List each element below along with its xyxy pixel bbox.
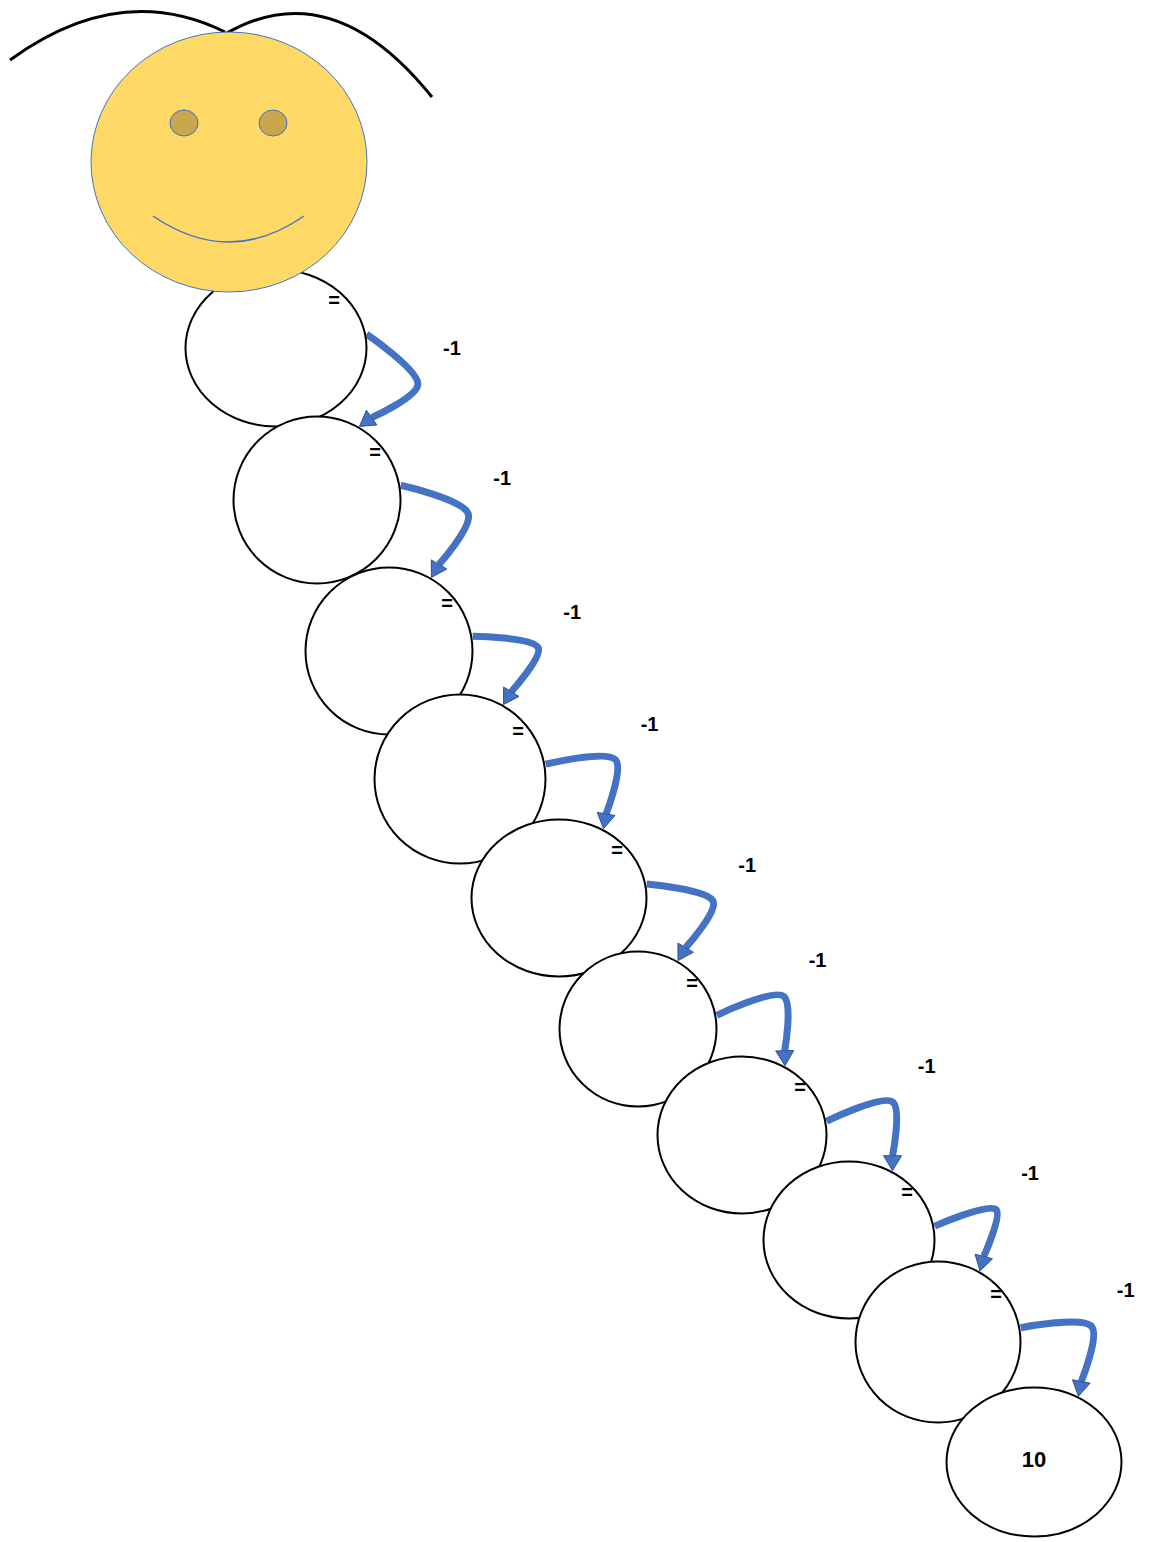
step-label: -1 xyxy=(1114,1279,1138,1301)
arrow-shaft xyxy=(935,1208,998,1256)
arrow-head xyxy=(678,943,693,960)
minus-one-arrow xyxy=(360,334,418,426)
equals-sign: = xyxy=(441,593,453,613)
step-label: -1 xyxy=(735,854,759,876)
segment-circle xyxy=(186,270,367,427)
text-holder: = xyxy=(328,290,340,311)
segment-circle xyxy=(234,417,401,584)
label-holder: -1 xyxy=(806,949,830,971)
text-holder: = xyxy=(686,973,698,994)
left-antenna xyxy=(10,12,225,60)
caterpillar-head xyxy=(0,0,1168,300)
segment-circle xyxy=(947,1388,1122,1537)
left-eye xyxy=(170,110,198,136)
step-label: -1 xyxy=(915,1055,939,1077)
step-label: -1 xyxy=(1018,1162,1042,1184)
text-holder: = xyxy=(512,721,524,742)
step-label: -1 xyxy=(806,949,830,971)
text-holder: = xyxy=(441,593,453,614)
text-holder: = xyxy=(901,1182,913,1203)
head-face xyxy=(91,32,367,292)
minus-one-arrow xyxy=(473,636,539,704)
text-holder: = xyxy=(611,840,623,861)
equals-sign: = xyxy=(901,1182,913,1202)
equals-sign: = xyxy=(990,1284,1002,1304)
equals-sign: = xyxy=(686,973,698,993)
minus-one-arrow xyxy=(647,884,714,960)
step-label: -1 xyxy=(638,713,662,735)
arrow-head xyxy=(1072,1380,1090,1396)
body-segment: = xyxy=(232,415,402,585)
step-label: -1 xyxy=(440,337,464,359)
label-holder: -1 xyxy=(915,1055,939,1077)
arrow-shaft xyxy=(717,995,788,1051)
label-holder: -1 xyxy=(735,854,759,876)
arrow-shaft xyxy=(546,756,618,814)
arrow-head xyxy=(504,687,520,704)
label-holder: -1 xyxy=(440,337,464,359)
text-holder: = xyxy=(794,1077,806,1098)
arrow-head xyxy=(975,1254,992,1271)
arrow-shaft xyxy=(827,1101,897,1156)
right-antenna xyxy=(222,13,432,97)
arrow-shaft xyxy=(367,334,418,418)
arrow-shaft xyxy=(1021,1322,1094,1381)
step-label: -1 xyxy=(490,467,514,489)
label-holder: -1 xyxy=(560,601,584,623)
arrow-shaft xyxy=(647,884,714,948)
minus-one-arrow xyxy=(1021,1322,1094,1396)
right-eye xyxy=(259,110,287,136)
segment-number: 10 xyxy=(1022,1449,1046,1471)
equals-sign: = xyxy=(369,442,381,462)
text-holder: = xyxy=(369,442,381,463)
arrow-head xyxy=(360,410,377,426)
step-label: -1 xyxy=(560,601,584,623)
label-holder: -1 xyxy=(1114,1279,1138,1301)
equals-sign: = xyxy=(611,840,623,860)
segment-outline xyxy=(232,415,402,585)
smile xyxy=(153,216,304,242)
label-holder: -1 xyxy=(638,713,662,735)
text-holder: 10 xyxy=(1022,1449,1046,1471)
minus-one-arrow xyxy=(827,1101,902,1171)
arrow-head xyxy=(431,560,447,577)
minus-one-arrow xyxy=(546,756,618,829)
equals-sign: = xyxy=(512,721,524,741)
arrow-shaft xyxy=(401,485,469,564)
minus-one-arrow xyxy=(401,485,469,577)
segment-outline xyxy=(184,268,368,428)
arrow-head xyxy=(597,812,615,828)
text-holder: = xyxy=(990,1284,1002,1305)
label-holder: -1 xyxy=(1018,1162,1042,1184)
minus-one-arrow xyxy=(717,995,794,1066)
body-segment: = xyxy=(184,268,368,428)
arrow-shaft xyxy=(473,636,539,691)
equals-sign: = xyxy=(794,1077,806,1097)
body-segment: 10 xyxy=(945,1386,1123,1538)
label-holder: -1 xyxy=(490,467,514,489)
equals-sign: = xyxy=(328,290,340,310)
